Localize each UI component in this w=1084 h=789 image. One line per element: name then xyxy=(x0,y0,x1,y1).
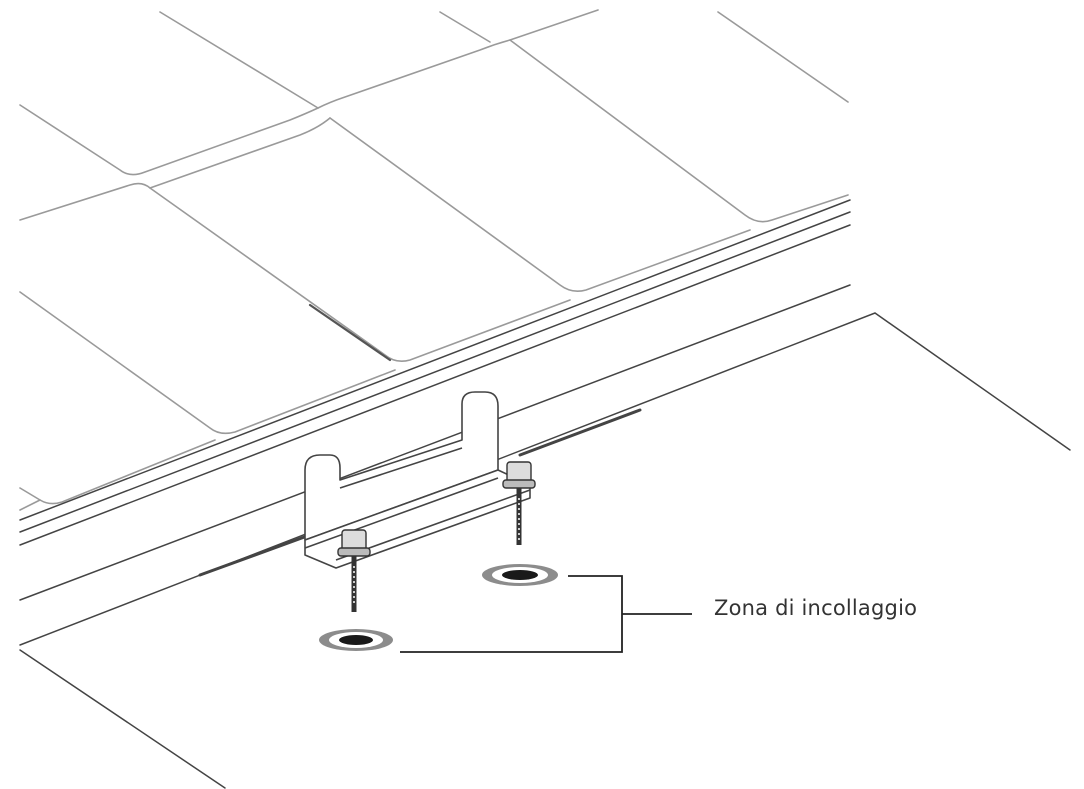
panel-cell xyxy=(19,291,396,435)
panel-frame xyxy=(19,199,851,601)
panel-edge xyxy=(717,11,849,103)
frame-rail xyxy=(19,199,851,521)
panel-edge xyxy=(439,11,491,43)
roof-shadow xyxy=(198,533,312,577)
panel-cell xyxy=(317,9,599,109)
panel-cell xyxy=(509,39,849,223)
solar-panel xyxy=(19,9,849,511)
callout-label: Zona di incollaggio xyxy=(714,596,918,620)
bonding-hole xyxy=(339,635,373,645)
roof-surface xyxy=(19,312,1071,789)
bonding-zone-right xyxy=(482,564,558,586)
panel-edge xyxy=(308,303,392,362)
mounting-bracket xyxy=(304,391,531,569)
screw-washer xyxy=(502,479,536,489)
roof-shadow xyxy=(518,408,642,457)
screw-left xyxy=(337,529,371,612)
callout-leader xyxy=(400,575,692,653)
panel-cell xyxy=(149,187,571,362)
frame-rail xyxy=(19,211,851,533)
bracket-plate xyxy=(304,391,499,541)
panel-cell xyxy=(19,104,319,176)
panel-edge xyxy=(19,499,41,511)
panel-edge xyxy=(159,11,319,109)
callout-leader-top xyxy=(400,575,623,653)
frame-rail xyxy=(19,284,851,601)
bonding-hole xyxy=(502,570,538,580)
panel-cell xyxy=(19,117,331,221)
screw-washer xyxy=(337,547,371,557)
screw-right xyxy=(502,461,536,545)
bonding-zone-left xyxy=(319,629,393,651)
bracket-slot xyxy=(339,447,463,489)
roof-edge xyxy=(19,649,226,789)
bracket-fold xyxy=(304,477,499,549)
panel-cell xyxy=(329,117,751,292)
frame-rail xyxy=(19,224,851,546)
